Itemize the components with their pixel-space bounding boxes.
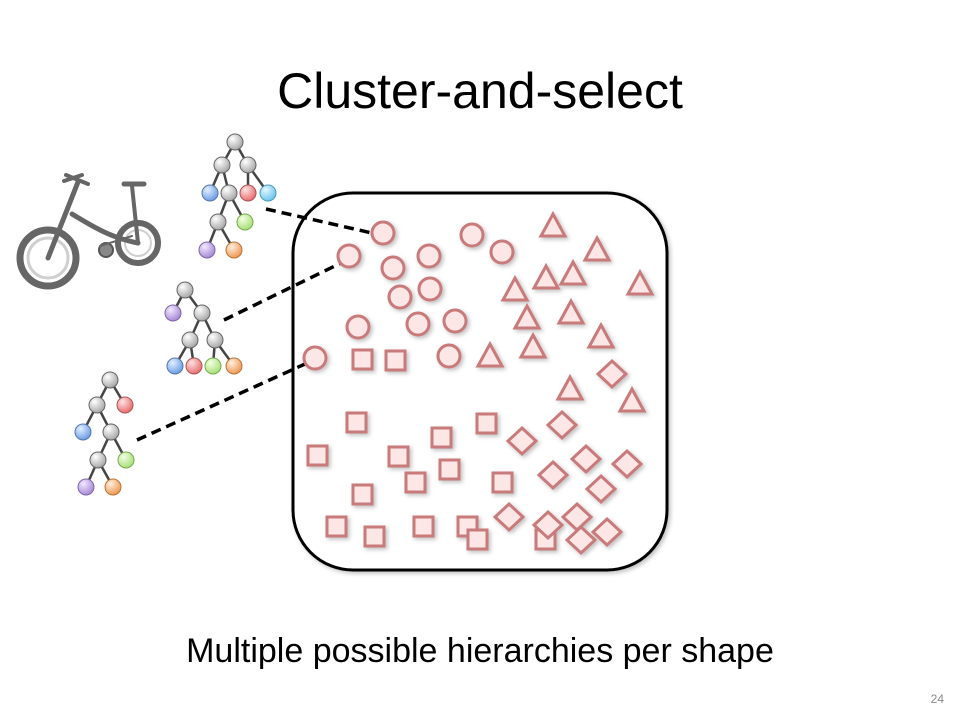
hierarchy-tree-icon (198, 133, 277, 259)
diamond-shape (492, 501, 526, 533)
circle-shape (436, 343, 462, 369)
circle-shape (302, 345, 328, 371)
circle-shape (489, 239, 515, 265)
square-shape (430, 426, 453, 449)
square-shape (387, 445, 410, 468)
square-shape (491, 471, 514, 494)
diamond-shape (545, 409, 579, 441)
connector-bottom (136, 362, 306, 442)
shape-collection-box (291, 191, 669, 572)
triangle-shape (625, 268, 655, 296)
square-shape (384, 349, 407, 372)
square-shape (325, 515, 348, 538)
connector-middle (223, 261, 342, 322)
diamond-shape (584, 473, 618, 505)
slide-title: Cluster-and-select (277, 63, 683, 119)
triangle-shape (538, 210, 568, 238)
page-number: 24 (930, 692, 944, 706)
diamond-shape (531, 509, 565, 541)
square-shape (475, 412, 498, 435)
diamond-shape (564, 524, 598, 556)
shape-items (302, 210, 655, 556)
square-shape (345, 411, 368, 434)
square-shape (351, 483, 374, 506)
triangle-shape (500, 274, 530, 302)
triangle-shape (558, 258, 588, 286)
slide-caption: Multiple possible hierarchies per shape (186, 632, 774, 670)
diamond-shape (569, 443, 603, 475)
triangle-shape (518, 331, 548, 359)
triangle-shape (617, 385, 647, 413)
square-shape (412, 515, 435, 538)
triangle-shape (475, 340, 505, 368)
circle-shape (387, 284, 413, 310)
triangle-shape (586, 321, 616, 349)
circle-shape (416, 243, 442, 269)
triangle-shape (531, 262, 561, 290)
triangle-shape (512, 302, 542, 330)
connector-top (265, 207, 373, 235)
triangle-shape (555, 373, 585, 401)
square-shape (438, 458, 461, 481)
diamond-shape (590, 516, 624, 548)
circle-shape (417, 276, 443, 302)
dashed-connectors (136, 207, 373, 442)
circle-shape (459, 222, 485, 248)
circle-shape (370, 220, 396, 246)
triangle-shape (582, 234, 612, 262)
diamond-shape (595, 358, 629, 390)
square-shape (404, 471, 427, 494)
square-shape (363, 525, 386, 548)
hierarchy-tree-icon (164, 281, 243, 375)
diamond-shape (610, 448, 644, 480)
circle-shape (405, 311, 431, 337)
square-shape (466, 528, 489, 551)
square-shape (351, 348, 374, 371)
hierarchy-tree-icon (74, 371, 135, 496)
circle-shape (345, 314, 371, 340)
triangle-shape (556, 297, 586, 325)
diamond-shape (536, 459, 570, 491)
circle-shape (442, 308, 468, 334)
diamond-shape (505, 425, 539, 457)
bicycle-icon (16, 173, 161, 290)
square-shape (306, 444, 329, 467)
circle-shape (336, 243, 362, 269)
circle-shape (380, 255, 406, 281)
